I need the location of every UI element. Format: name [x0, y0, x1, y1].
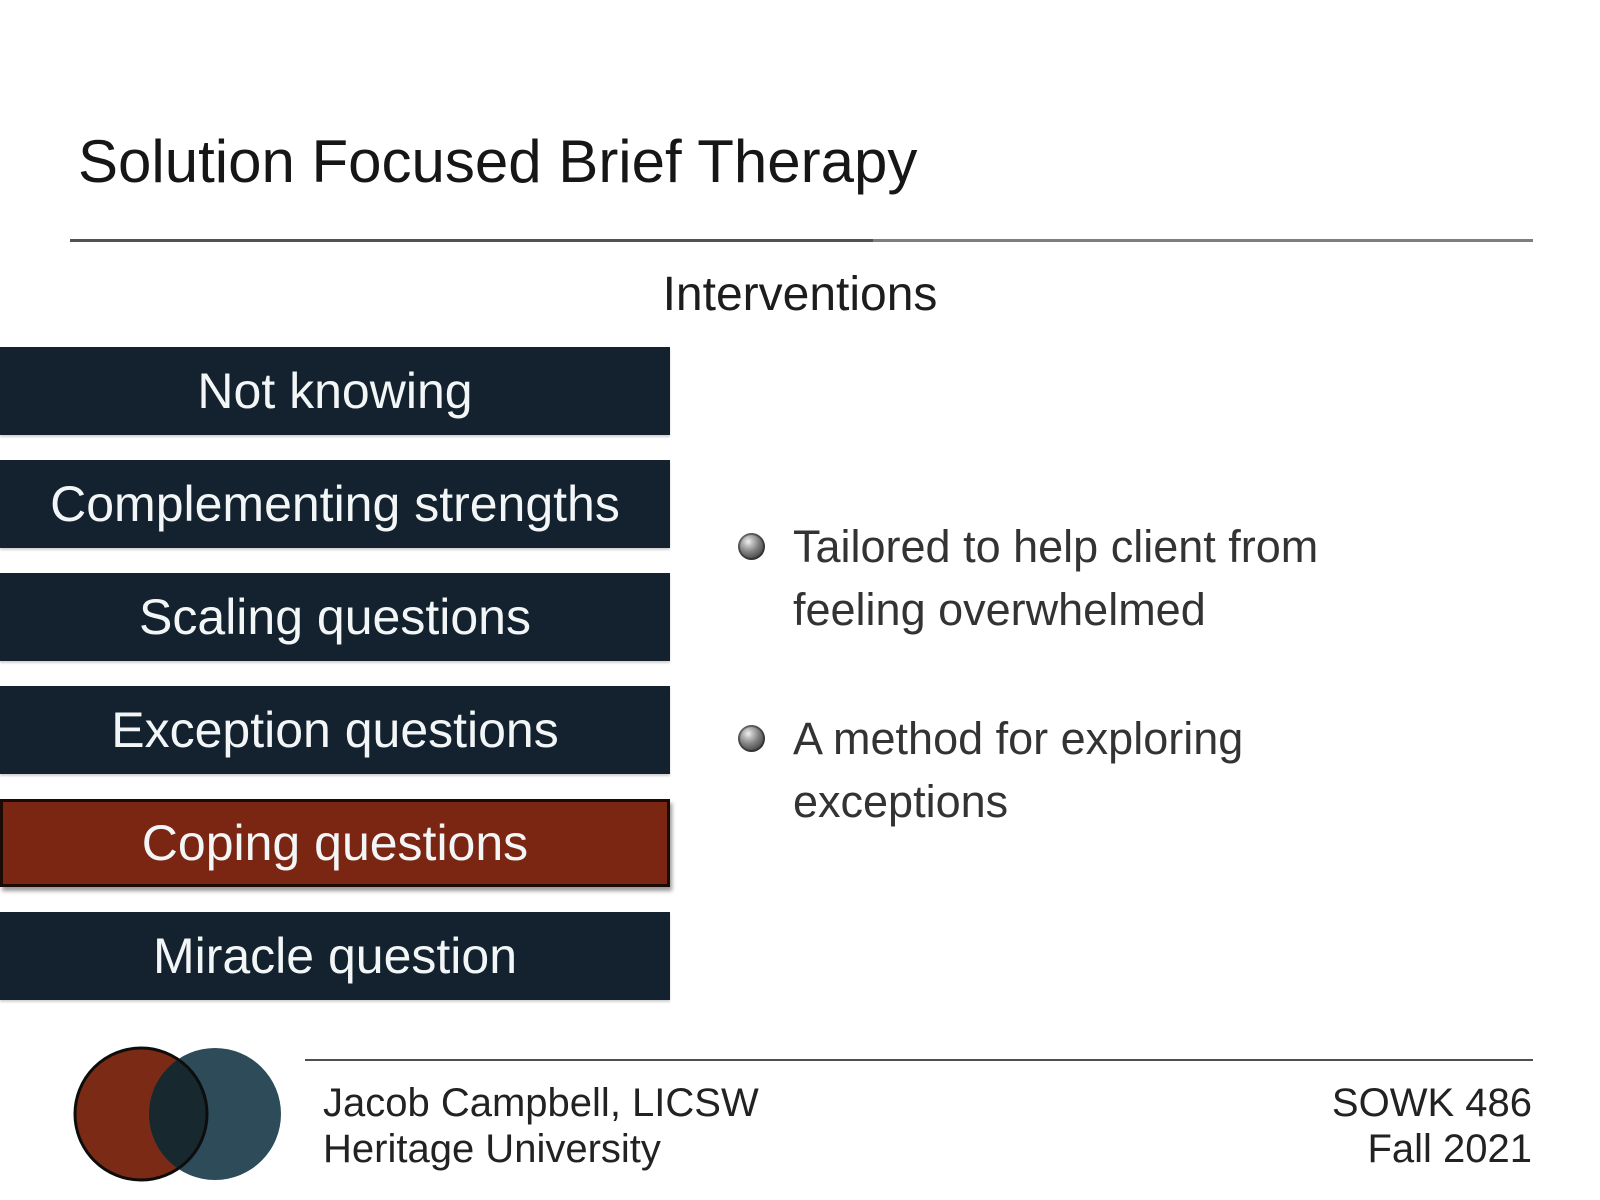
- footer-course-block: SOWK 486 Fall 2021: [1332, 1080, 1532, 1172]
- intervention-label: Miracle question: [152, 928, 518, 984]
- interventions-list: Not knowing Complementing strengths Scal…: [0, 347, 670, 1025]
- intervention-label: Exception questions: [111, 702, 559, 758]
- logo-overlap-lens: [149, 1048, 207, 1180]
- author-name: Jacob Campbell, LICSW: [323, 1081, 759, 1125]
- intervention-box-miracle-question: Miracle question: [0, 912, 670, 1000]
- bullet-list: Tailored to help client from feeling ove…: [738, 515, 1468, 833]
- intervention-box-coping-questions-highlighted: Coping questions: [0, 799, 670, 887]
- intervention-box-exception-questions: Exception questions: [0, 686, 670, 774]
- institution-name: Heritage University: [323, 1127, 661, 1171]
- footer-divider-rule: [305, 1059, 1533, 1061]
- metallic-sphere-bullet-icon: [738, 533, 765, 560]
- overlapping-circles-logo: [73, 1046, 281, 1182]
- metallic-sphere-bullet-icon: [738, 725, 765, 752]
- intervention-label: Scaling questions: [139, 589, 531, 645]
- section-heading: Interventions: [662, 268, 938, 321]
- intervention-box-not-knowing: Not knowing: [0, 347, 670, 435]
- bullet-item: Tailored to help client from feeling ove…: [738, 515, 1468, 641]
- slide-title: Solution Focused Brief Therapy: [78, 128, 918, 195]
- footer-author-block: Jacob Campbell, LICSW Heritage Universit…: [323, 1080, 759, 1172]
- term-label: Fall 2021: [1367, 1127, 1532, 1171]
- intervention-label: Coping questions: [141, 815, 529, 871]
- bullet-text: A method for exploring exceptions: [793, 713, 1244, 827]
- bullet-item: A method for exploring exceptions: [738, 707, 1468, 833]
- logo-red-circle-outline: [73, 1046, 209, 1182]
- intervention-box-scaling-questions: Scaling questions: [0, 573, 670, 661]
- intervention-box-complementing-strengths: Complementing strengths: [0, 460, 670, 548]
- intervention-label: Not knowing: [197, 363, 473, 419]
- title-divider-rule: [70, 239, 1533, 242]
- intervention-label: Complementing strengths: [50, 476, 620, 532]
- course-code: SOWK 486: [1331, 1081, 1532, 1125]
- bullet-text: Tailored to help client from feeling ove…: [793, 521, 1319, 635]
